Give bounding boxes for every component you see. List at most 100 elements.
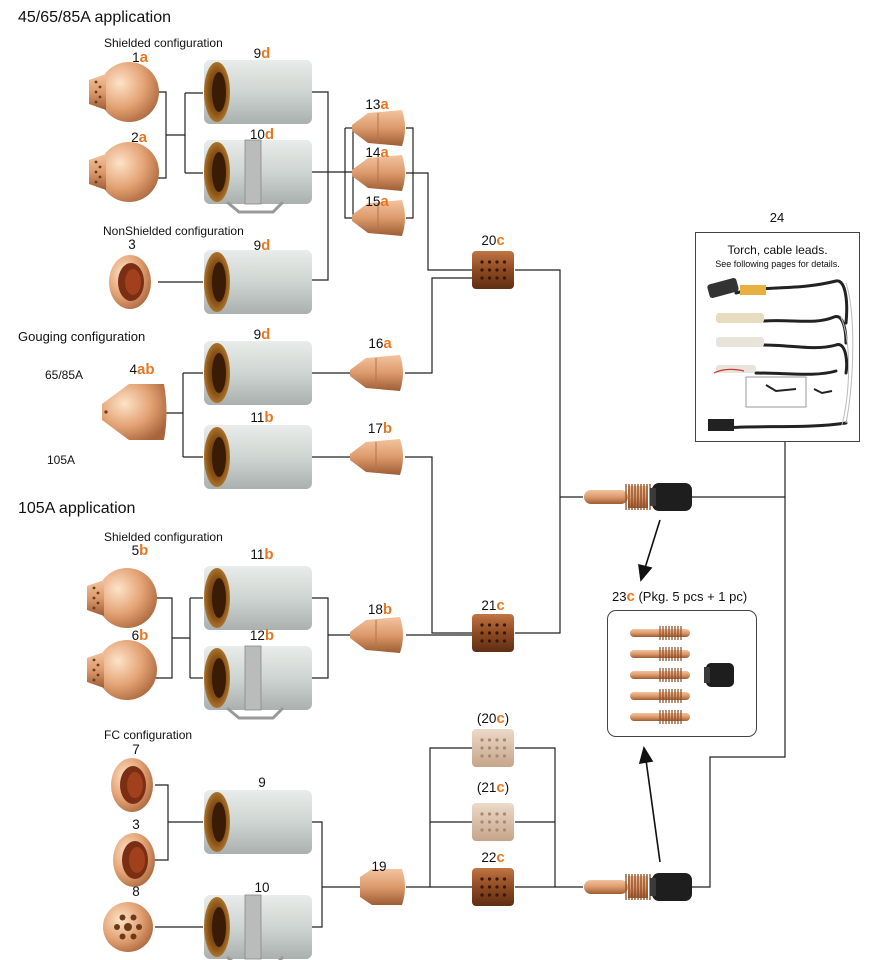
part-number: 9 [253, 238, 262, 253]
part-p1[interactable] [89, 62, 159, 122]
part-p10b[interactable] [204, 894, 312, 960]
part-p22[interactable] [472, 868, 514, 906]
part-number: 11 [250, 547, 265, 562]
electrode-bottom[interactable] [584, 873, 692, 901]
part-letter: b [264, 409, 274, 426]
part-p11a[interactable] [204, 425, 312, 489]
label-shielded-configuration: Shielded configuration [104, 36, 223, 50]
part-label-p1: 1a [132, 50, 148, 65]
part-number: 10 [254, 880, 270, 895]
part-label-p10a: 10d [250, 127, 274, 142]
part-p20[interactable] [472, 251, 514, 289]
part-letter: c [496, 597, 505, 614]
part-label-p5: 5b [132, 543, 149, 558]
part-number: 13 [365, 97, 381, 112]
title-105a-application: 105A application [18, 500, 136, 517]
part-p16[interactable] [350, 355, 403, 391]
part-number: (21 [476, 780, 497, 795]
torch-leads-subtitle: See following pages for details. [715, 259, 840, 269]
part-letter: a [383, 335, 392, 352]
part-p13[interactable] [352, 110, 405, 146]
part-p9d[interactable] [204, 790, 312, 854]
part-label-p11b: 11b [250, 547, 273, 562]
electrode-package-box[interactable] [607, 610, 757, 737]
part-number: 20 [481, 233, 497, 248]
part-number: (20 [476, 711, 497, 726]
part-p8[interactable] [103, 902, 153, 952]
label-65-85a: 65/85A [45, 368, 84, 382]
part-number: 14 [365, 145, 381, 160]
part-p6[interactable] [87, 640, 157, 700]
part-p5[interactable] [87, 568, 157, 628]
part-p3b[interactable] [113, 833, 155, 887]
part-label-p9b: 9d [254, 238, 271, 253]
part-label-p8: 8 [132, 885, 140, 899]
part-letter: b [382, 601, 393, 618]
item-24-number: 24 [769, 210, 785, 225]
part-number: 18 [367, 602, 383, 617]
part-label-p7: 7 [132, 743, 140, 757]
part-letter: d [261, 237, 271, 254]
part-label-pp20: (20c) [477, 711, 509, 726]
part-number: 19 [371, 859, 387, 874]
part-number: 6 [131, 628, 140, 643]
part-label-p9d: 9 [258, 776, 266, 790]
part-p3a[interactable] [109, 255, 151, 309]
part-label-p17: 17b [368, 421, 392, 436]
part-pp21[interactable] [472, 803, 514, 841]
parts-layer [87, 60, 692, 960]
label-fc-configuration: FC configuration [104, 728, 193, 742]
part-number: 8 [132, 884, 140, 899]
part-p7[interactable] [111, 758, 153, 812]
part-p19[interactable] [360, 869, 405, 905]
torch-leads-box[interactable]: Torch, cable leads. See following pages … [695, 232, 860, 442]
part-number: 16 [368, 336, 384, 351]
part-letter: a [380, 96, 389, 113]
part-number: 12 [249, 628, 265, 643]
torch-leads-image [707, 278, 854, 431]
part-label-p18: 18b [368, 602, 392, 617]
part-label-p6: 6b [132, 628, 149, 643]
item-23-number: 23 [612, 589, 627, 604]
part-label-p14: 14a [365, 145, 388, 160]
part-label-p9c: 9d [254, 327, 271, 342]
part-letter: a [139, 49, 148, 66]
part-p9a[interactable] [204, 60, 312, 124]
part-label-p22: 22c [481, 850, 504, 865]
part-label-p21: 21c [481, 598, 504, 613]
part-p18[interactable] [350, 617, 403, 653]
part-pp20[interactable] [472, 729, 514, 767]
part-p11b[interactable] [204, 566, 312, 630]
part-number: 4 [129, 362, 137, 377]
part-p9c[interactable] [204, 341, 312, 405]
part-letter: c [496, 779, 505, 796]
part-number: 17 [367, 421, 383, 436]
part-number: 1 [132, 50, 140, 65]
part-p9b[interactable] [204, 250, 312, 314]
part-number: 15 [365, 194, 381, 209]
part-p10a[interactable] [204, 139, 312, 214]
part-p4[interactable] [102, 384, 167, 440]
part-label-p2: 2a [131, 130, 147, 145]
part-label-p16: 16a [368, 336, 391, 351]
part-label-p20: 20c [481, 233, 504, 248]
part-p17[interactable] [350, 439, 403, 475]
part-letter: a [380, 193, 389, 210]
part-letter: b [264, 627, 275, 644]
part-number: 5 [131, 543, 140, 558]
part-p2[interactable] [89, 142, 159, 202]
part-number: 9 [253, 46, 262, 61]
part-p12[interactable] [204, 645, 312, 720]
part-letter: b [139, 542, 149, 559]
part-p21[interactable] [472, 614, 514, 652]
electrode-top[interactable] [584, 483, 692, 511]
part-letter: b [264, 546, 274, 563]
part-label-p9a: 9d [254, 46, 271, 61]
part-paren: ) [504, 780, 510, 795]
part-p14[interactable] [352, 155, 405, 191]
part-number: 9 [253, 327, 262, 342]
part-p15[interactable] [352, 200, 405, 236]
part-number: 11 [250, 410, 265, 425]
part-label-p11a: 11b [250, 410, 273, 425]
